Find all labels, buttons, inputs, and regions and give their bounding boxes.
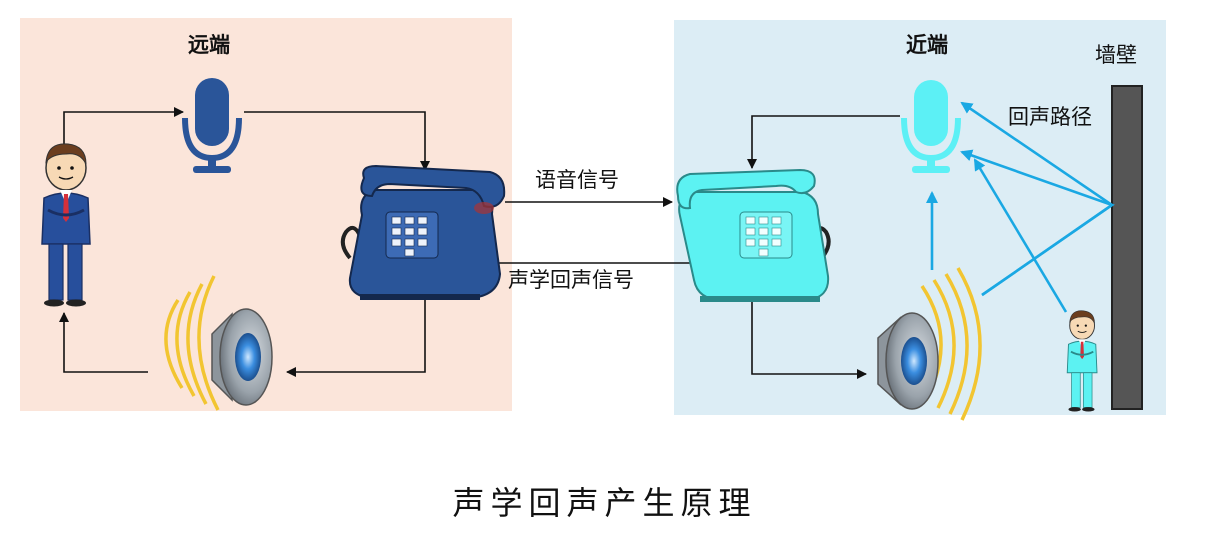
acoustic-echo-signal-label: 声学回声信号 xyxy=(508,268,634,292)
voice-signal-label: 语音信号 xyxy=(535,168,619,192)
near-end-person-icon xyxy=(1066,310,1098,412)
echo-path-label: 回声路径 xyxy=(1008,105,1092,129)
far-end-title: 远端 xyxy=(188,33,230,57)
far-mic-to-phone-arrow xyxy=(244,111,430,171)
wall-label: 墙壁 xyxy=(1095,43,1137,67)
near-end-microphone-icon xyxy=(901,80,961,173)
wall xyxy=(1111,85,1143,410)
near-mic-to-phone-arrow xyxy=(747,115,900,169)
far-person-to-mic-arrow xyxy=(63,107,184,148)
far-end-microphone-icon xyxy=(182,78,242,173)
near-end-speaker-icon xyxy=(877,267,982,421)
far-phone-to-speaker-arrow xyxy=(286,298,426,377)
far-end-person-icon xyxy=(41,143,91,307)
far-speaker-to-person-arrow xyxy=(59,312,148,373)
near-end-title: 近端 xyxy=(906,33,948,57)
far-end-telephone-icon xyxy=(340,164,506,300)
far-end-speaker-icon xyxy=(164,275,273,411)
figure-caption: 声学回声产生原理 xyxy=(452,484,757,522)
echo-paths xyxy=(926,101,1115,313)
near-end-telephone-icon xyxy=(676,168,831,302)
near-phone-to-speaker-arrow xyxy=(751,300,867,379)
